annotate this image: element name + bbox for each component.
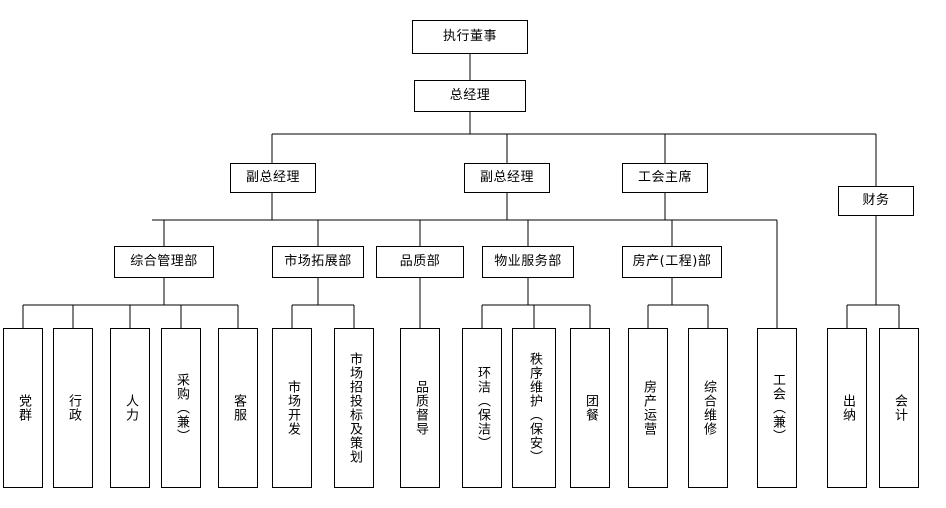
org-node-label: 客服 xyxy=(231,394,247,422)
org-node-l_dq[interactable]: 党群 xyxy=(3,328,43,488)
org-node-label: 党群 xyxy=(16,394,32,422)
org-node-n_cw[interactable]: 财务 xyxy=(838,186,914,216)
org-node-l_zhwx[interactable]: 综合维修 xyxy=(688,328,728,488)
org-node-l_cn[interactable]: 出纳 xyxy=(827,328,867,488)
org-node-label: 行政 xyxy=(66,394,82,422)
org-node-label: 市场招投标及策划 xyxy=(347,352,363,464)
org-node-label: 环洁（保洁） xyxy=(475,366,491,450)
org-node-n_zhglb[interactable]: 综合管理部 xyxy=(114,246,214,278)
org-node-l_cg[interactable]: 采购（兼） xyxy=(161,328,201,488)
org-node-label: 市场拓展部 xyxy=(284,253,352,269)
org-node-n_fzjl2[interactable]: 副总经理 xyxy=(464,163,550,193)
org-node-label: 市场开发 xyxy=(285,380,301,436)
org-node-label: 物业服务部 xyxy=(494,253,562,269)
org-node-label: 人力 xyxy=(123,394,139,422)
org-node-l_sczb[interactable]: 市场招投标及策划 xyxy=(334,328,374,488)
org-node-n_zjl[interactable]: 总经理 xyxy=(414,80,526,112)
org-node-n_fcgcb[interactable]: 房产(工程)部 xyxy=(622,246,722,278)
org-node-l_kj[interactable]: 会计 xyxy=(879,328,919,488)
org-node-label: 采购（兼） xyxy=(174,373,190,443)
org-node-l_hj[interactable]: 环洁（保洁） xyxy=(462,328,502,488)
org-node-label: 品质部 xyxy=(399,253,441,269)
org-node-n_fzjl1[interactable]: 副总经理 xyxy=(230,163,316,193)
org-node-label: 副总经理 xyxy=(245,169,300,185)
org-node-label: 秩序维护（保安） xyxy=(527,352,543,464)
org-node-label: 工会主席 xyxy=(637,169,692,185)
org-node-l_tc[interactable]: 团餐 xyxy=(570,328,610,488)
org-node-label: 品质督导 xyxy=(413,380,429,436)
org-node-n_pzb[interactable]: 品质部 xyxy=(376,246,464,278)
org-node-label: 财务 xyxy=(862,192,890,208)
org-node-n_ghzx[interactable]: 工会主席 xyxy=(622,163,708,193)
org-node-l_fcyy[interactable]: 房产运营 xyxy=(628,328,668,488)
org-node-l_xz[interactable]: 行政 xyxy=(53,328,93,488)
org-node-label: 房产运营 xyxy=(641,380,657,436)
org-node-label: 工会（兼） xyxy=(770,373,786,443)
org-node-l_pzdd[interactable]: 品质督导 xyxy=(400,328,440,488)
org-node-l_kf[interactable]: 客服 xyxy=(218,328,258,488)
org-node-l_zxwh[interactable]: 秩序维护（保安） xyxy=(512,328,556,488)
org-node-label: 出纳 xyxy=(840,394,856,422)
org-node-l_sckf[interactable]: 市场开发 xyxy=(272,328,312,488)
org-node-l_rl[interactable]: 人力 xyxy=(110,328,150,488)
org-node-n_wyfwb[interactable]: 物业服务部 xyxy=(482,246,574,278)
org-node-label: 综合维修 xyxy=(701,380,717,436)
org-node-label: 团餐 xyxy=(583,394,599,422)
org-node-label: 房产(工程)部 xyxy=(632,253,712,269)
org-node-label: 总经理 xyxy=(449,87,491,103)
org-node-n_zxdz[interactable]: 执行董事 xyxy=(412,20,528,54)
org-node-label: 执行董事 xyxy=(442,28,497,44)
org-node-label: 会计 xyxy=(892,394,908,422)
org-node-l_gh[interactable]: 工会（兼） xyxy=(757,328,797,488)
org-node-label: 副总经理 xyxy=(479,169,534,185)
org-node-n_sctzb[interactable]: 市场拓展部 xyxy=(272,246,364,278)
org-node-label: 综合管理部 xyxy=(130,253,198,269)
